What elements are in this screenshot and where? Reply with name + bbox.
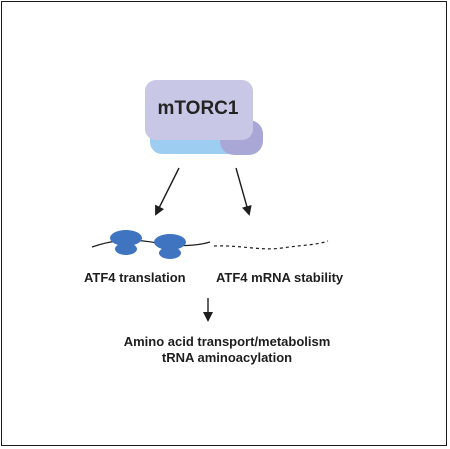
complex-label: mTORC1 <box>157 98 239 119</box>
outcome-label: Amino acid transport/metabolism <box>123 334 331 349</box>
translated-mrna-strand <box>91 239 211 248</box>
ribosome-icon <box>154 234 186 259</box>
translation-label: ATF4 translation <box>84 270 186 285</box>
arrow-to-mrna-stability <box>235 167 252 216</box>
ribosome-icon <box>110 230 142 255</box>
mtorc1-complex <box>145 80 263 155</box>
stable-mrna-strand <box>213 240 329 250</box>
mrna-stability-label: ATF4 mRNA stability <box>216 270 344 285</box>
outcome-label: tRNA aminoacylation <box>161 350 293 365</box>
arrow-to-translation <box>155 167 180 216</box>
complex-main-body <box>145 80 253 140</box>
